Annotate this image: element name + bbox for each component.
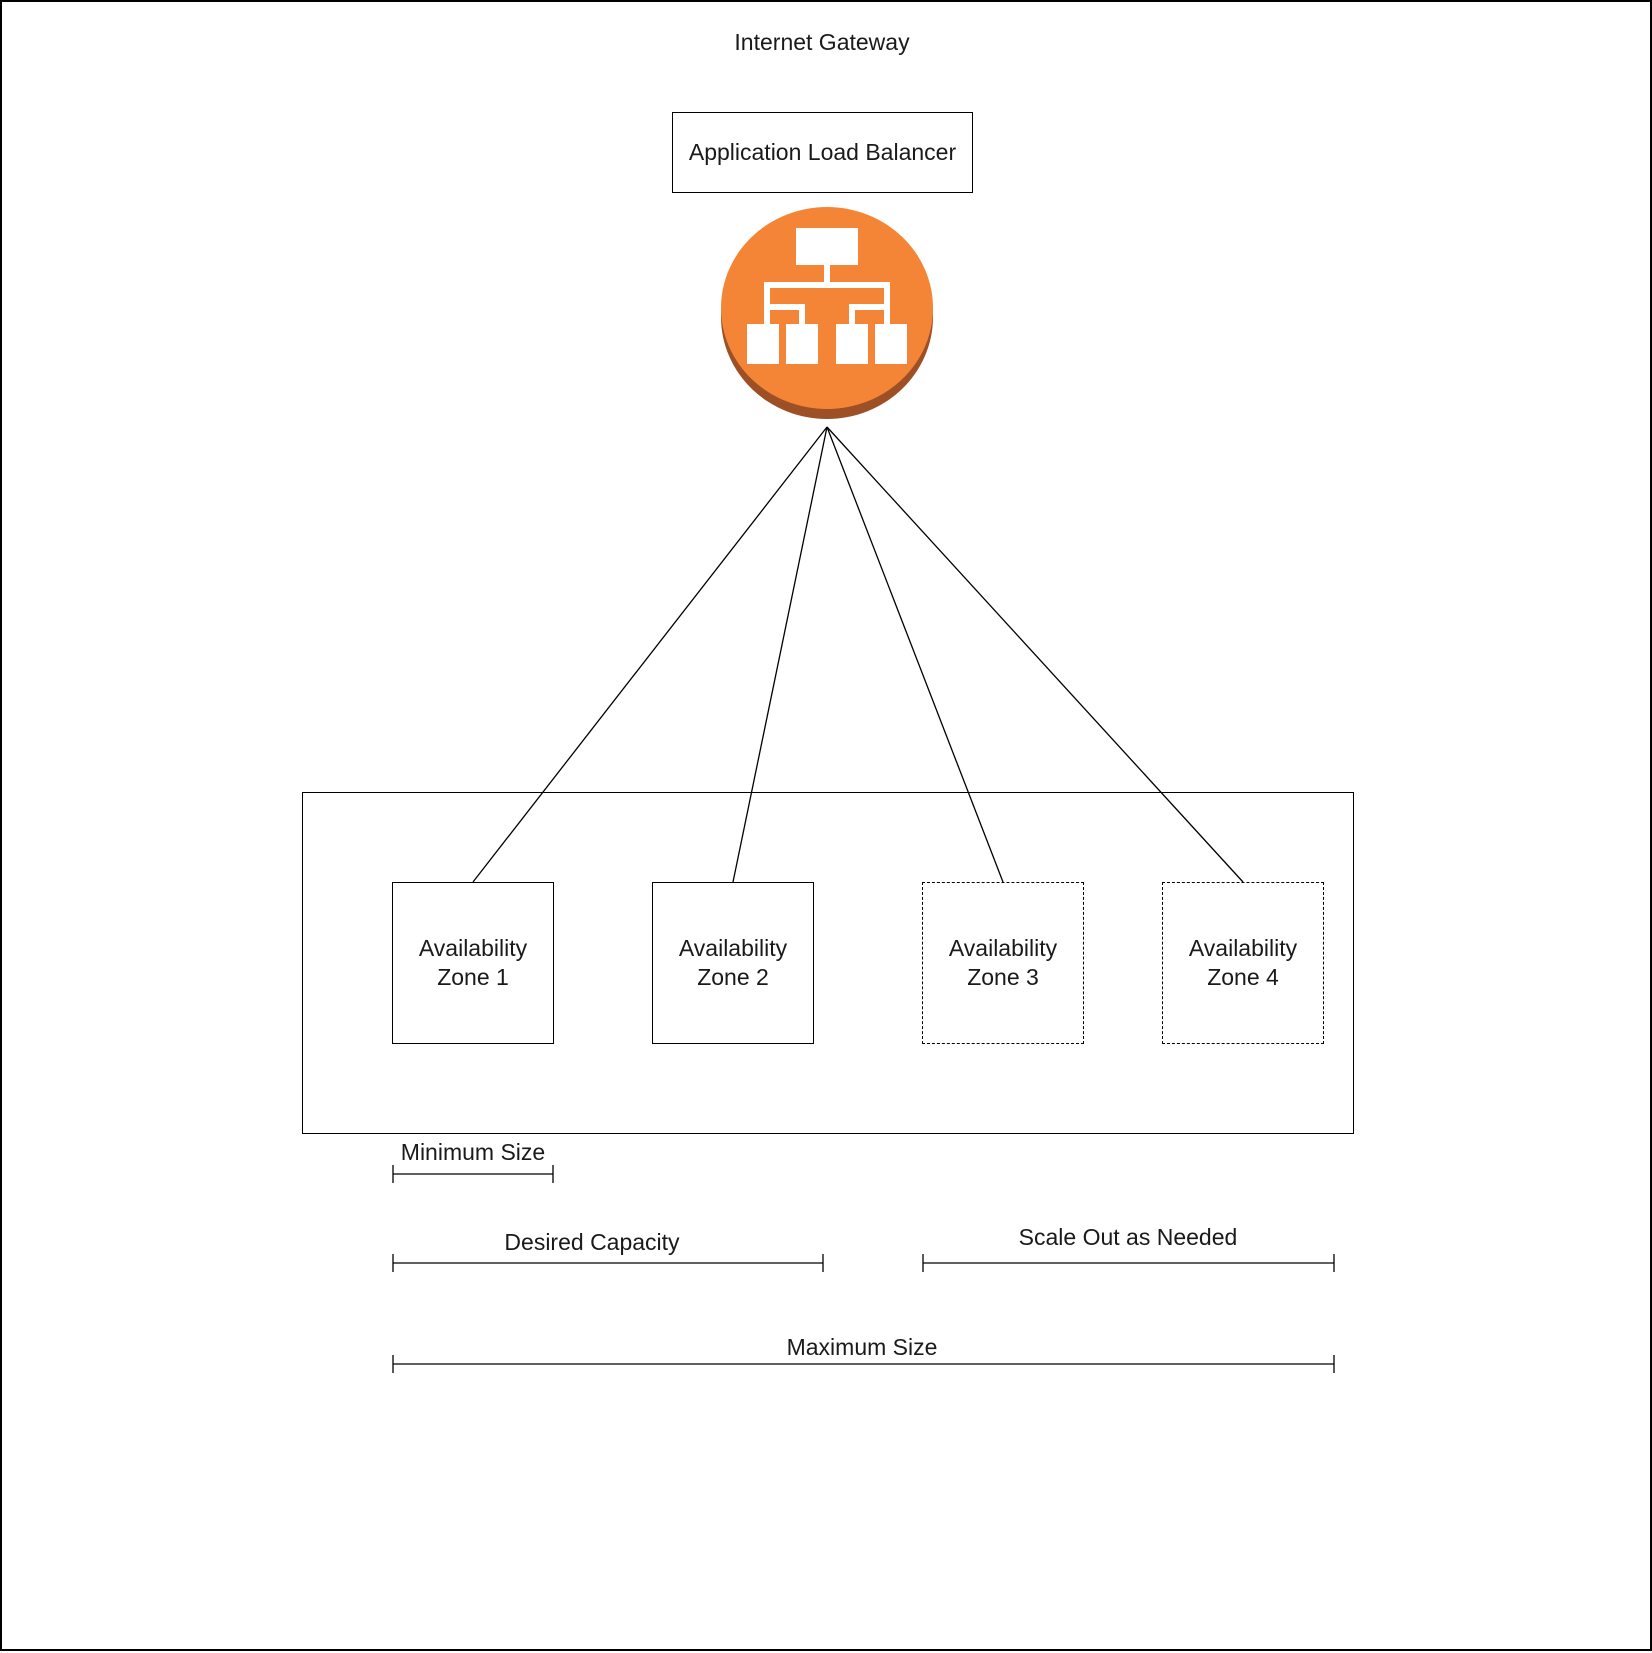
desired-capacity-bracket xyxy=(392,1254,824,1272)
minimum-size-label: Minimum Size xyxy=(400,1139,546,1165)
load-balancer-title: Application Load Balancer xyxy=(688,139,957,165)
availability-zone-1[interactable]: Availability Zone 1 xyxy=(392,882,554,1044)
auto-scaling-group-box xyxy=(302,792,1354,1134)
desired-capacity-label: Desired Capacity xyxy=(504,1229,680,1255)
zone-label: Availability Zone 3 xyxy=(948,935,1058,990)
load-balancer-icon[interactable] xyxy=(720,207,934,421)
availability-zone-4[interactable]: Availability Zone 4 xyxy=(1162,882,1324,1044)
zone-label: Availability Zone 1 xyxy=(418,935,528,990)
minimum-size-bracket xyxy=(392,1165,554,1183)
availability-zone-2[interactable]: Availability Zone 2 xyxy=(652,882,814,1044)
scale-out-label: Scale Out as Needed xyxy=(1018,1224,1238,1250)
maximum-size-label: Maximum Size xyxy=(786,1334,938,1360)
internet-gateway-label: Internet Gateway xyxy=(734,29,910,55)
zone-label: Availability Zone 2 xyxy=(678,935,788,990)
load-balancer-title-box: Application Load Balancer xyxy=(672,112,973,193)
availability-zone-3[interactable]: Availability Zone 3 xyxy=(922,882,1084,1044)
scale-out-bracket xyxy=(922,1254,1335,1272)
zone-label: Availability Zone 4 xyxy=(1188,935,1298,990)
